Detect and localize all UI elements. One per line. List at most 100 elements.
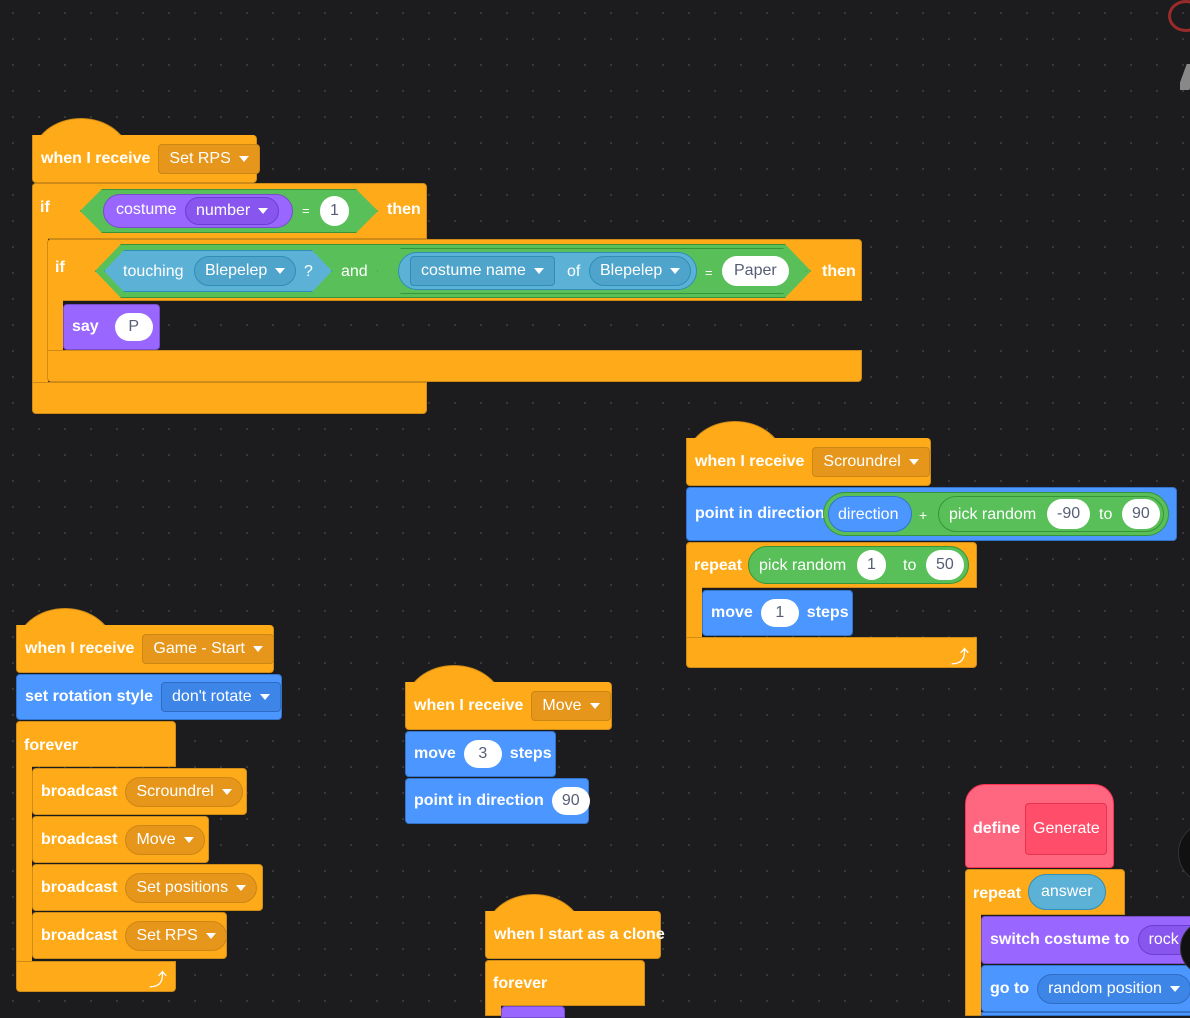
broadcast-dropdown-label: Scroundrel bbox=[136, 782, 214, 800]
broadcast-block[interactable]: broadcast Move bbox=[32, 816, 209, 863]
when-i-receive-block[interactable]: when I receive Move bbox=[405, 682, 612, 730]
move-label: move bbox=[711, 604, 753, 621]
message-dropdown[interactable]: Game - Start bbox=[142, 633, 274, 664]
broadcast-dropdown[interactable]: Move bbox=[125, 824, 205, 855]
sprite-dropdown[interactable]: Blepelep bbox=[589, 256, 692, 286]
answer-reporter[interactable]: answer bbox=[1028, 874, 1106, 910]
message-dropdown-label: Move bbox=[542, 696, 582, 714]
stop-sign-icon[interactable] bbox=[1168, 0, 1190, 34]
broadcast-dropdown-label: Set RPS bbox=[136, 926, 198, 944]
hat-label: when I receive bbox=[41, 149, 151, 167]
rotation-dropdown-label: don't rotate bbox=[172, 688, 252, 705]
broadcast-block[interactable]: broadcast Set RPS bbox=[32, 912, 227, 959]
side-circle-icon[interactable] bbox=[1178, 822, 1190, 884]
when-i-receive-block[interactable]: when I receive Set RPS bbox=[32, 135, 260, 183]
steps-input[interactable]: 3 bbox=[463, 740, 502, 768]
caret-down-icon bbox=[533, 268, 544, 274]
broadcast-dropdown[interactable]: Set RPS bbox=[125, 920, 227, 951]
say-input[interactable]: P bbox=[114, 313, 153, 341]
caret-down-icon bbox=[221, 788, 232, 795]
steps-label: steps bbox=[806, 604, 849, 621]
caret-down-icon bbox=[205, 932, 216, 939]
message-dropdown[interactable]: Set RPS bbox=[158, 143, 260, 174]
direction-input[interactable]: 90 bbox=[551, 787, 590, 815]
when-i-start-as-clone-block[interactable]: when I start as a clone bbox=[485, 911, 665, 959]
broadcast-dropdown-label: Move bbox=[136, 830, 176, 848]
question-mark: ? bbox=[304, 263, 313, 280]
if-block-inner-bottom bbox=[47, 350, 862, 382]
then-label: then bbox=[387, 201, 421, 218]
caret-down-icon bbox=[908, 458, 919, 465]
position-dropdown[interactable]: random position bbox=[1037, 973, 1190, 1004]
switch-label: switch costume to bbox=[990, 931, 1130, 948]
broadcast-label: broadcast bbox=[41, 830, 118, 848]
costume-dropdown-label: rock bbox=[1148, 931, 1179, 948]
repeat-bottom bbox=[686, 637, 977, 668]
message-dropdown[interactable]: Move bbox=[531, 690, 611, 721]
forever-label: forever bbox=[24, 737, 79, 754]
pick-random-label: pick random bbox=[949, 506, 1037, 523]
costume-dropdown[interactable]: rock bbox=[1137, 925, 1190, 955]
steps-input[interactable]: 1 bbox=[760, 599, 799, 627]
nested-looks-block[interactable] bbox=[501, 1006, 565, 1018]
plus-sign: + bbox=[919, 507, 928, 523]
costume-label: costume bbox=[116, 201, 177, 218]
caret-down-icon bbox=[589, 702, 600, 709]
max-input[interactable]: 90 bbox=[1122, 499, 1160, 529]
broadcast-dropdown[interactable]: Set positions bbox=[125, 872, 258, 903]
sprite-dropdown-label: Blepelep bbox=[600, 262, 663, 279]
message-dropdown[interactable]: Scroundrel bbox=[812, 446, 930, 477]
repeat-label: repeat bbox=[694, 557, 743, 574]
touching-dropdown[interactable]: Blepelep bbox=[194, 256, 297, 286]
goto-label: go to bbox=[990, 979, 1030, 997]
equals-sign: = bbox=[705, 265, 713, 280]
custom-block-prototype[interactable] bbox=[1025, 803, 1107, 855]
move-steps-block[interactable]: move 3 steps bbox=[405, 731, 556, 777]
switch-costume-block[interactable]: switch costume to rock bbox=[981, 916, 1190, 964]
then-label: then bbox=[822, 263, 856, 280]
max-input[interactable]: 50 bbox=[926, 550, 964, 580]
forever-label: forever bbox=[493, 975, 548, 992]
if-label: if bbox=[40, 199, 50, 216]
move-steps-block[interactable]: move 1 steps bbox=[702, 590, 853, 636]
hat-label: when I receive bbox=[695, 452, 805, 470]
direction-reporter[interactable] bbox=[828, 496, 912, 532]
go-to-block[interactable]: go to random position bbox=[981, 965, 1190, 1012]
rotation-dropdown[interactable]: don't rotate bbox=[161, 682, 281, 712]
costume-dropdown[interactable]: number bbox=[185, 197, 280, 225]
forever-arm bbox=[16, 721, 32, 963]
caret-down-icon bbox=[670, 268, 681, 274]
message-dropdown-label: Scroundrel bbox=[823, 452, 901, 470]
text-input[interactable]: Paper bbox=[722, 256, 789, 286]
broadcast-dropdown[interactable]: Scroundrel bbox=[125, 776, 243, 807]
next-motion-block[interactable] bbox=[981, 1012, 1190, 1016]
number-input[interactable]: 1 bbox=[320, 196, 349, 226]
caret-down-icon bbox=[1169, 985, 1180, 992]
set-rotation-style-block[interactable]: set rotation style don't rotate bbox=[16, 674, 282, 720]
broadcast-block[interactable]: broadcast Scroundrel bbox=[32, 768, 247, 815]
message-dropdown-label: Game - Start bbox=[153, 639, 245, 657]
caret-down-icon bbox=[183, 836, 194, 843]
caret-down-icon bbox=[258, 208, 269, 214]
caret-down-icon bbox=[259, 694, 270, 700]
when-i-receive-block[interactable]: when I receive Game - Start bbox=[16, 625, 274, 673]
move-label: move bbox=[414, 745, 456, 762]
repeat-label: repeat bbox=[973, 885, 1022, 902]
of-label: of bbox=[567, 263, 581, 280]
loop-arrow-icon: ⤴ bbox=[149, 970, 167, 990]
when-i-receive-block[interactable]: when I receive Scroundrel bbox=[686, 438, 931, 486]
side-circle-icon-2[interactable] bbox=[1180, 920, 1190, 974]
forever-block[interactable] bbox=[485, 960, 645, 1006]
min-input[interactable]: -90 bbox=[1047, 499, 1091, 529]
broadcast-block[interactable]: broadcast Set positions bbox=[32, 864, 263, 911]
pencil-icon[interactable] bbox=[1180, 60, 1190, 90]
point-label: point in direction bbox=[695, 505, 825, 522]
hat-label: when I start as a clone bbox=[494, 925, 665, 943]
caret-down-icon bbox=[236, 884, 247, 891]
costume-dropdown-label: number bbox=[196, 202, 251, 219]
say-block[interactable]: say P bbox=[63, 304, 160, 350]
forever-block[interactable] bbox=[16, 721, 176, 767]
min-input[interactable]: 1 bbox=[857, 550, 886, 580]
point-in-direction-block[interactable]: point in direction 90 bbox=[405, 778, 590, 824]
attribute-dropdown[interactable]: costume name bbox=[410, 256, 555, 286]
